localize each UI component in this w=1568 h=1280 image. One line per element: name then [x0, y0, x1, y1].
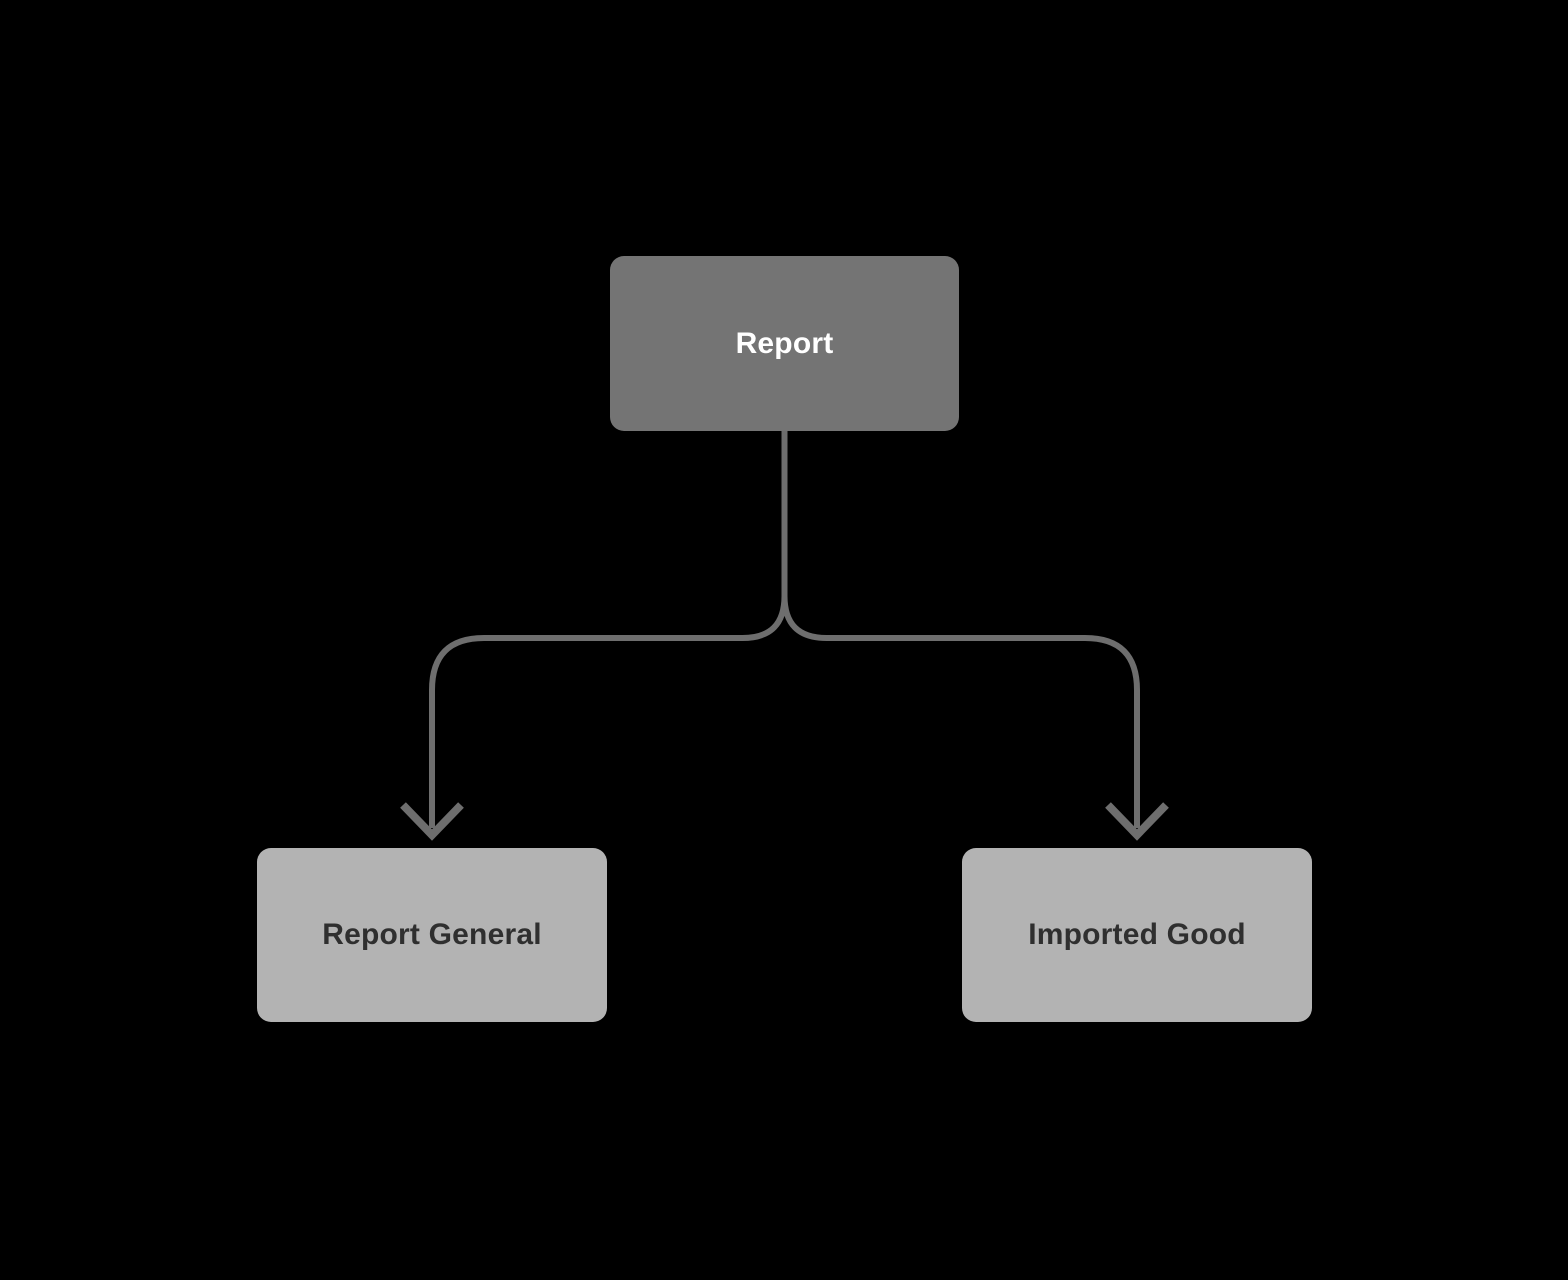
edge-report-to-report-general[interactable]: [429, 431, 788, 828]
node-imported-good[interactable]: Imported Good: [962, 848, 1312, 1022]
node-report-label: Report: [735, 326, 834, 360]
node-imported-good-label: Imported Good: [1028, 918, 1246, 951]
edge-report-to-imported-good[interactable]: [781, 431, 1140, 828]
node-report-general[interactable]: Report General: [257, 848, 607, 1022]
node-report-general-label: Report General: [322, 918, 542, 951]
arrowhead-down-icon: [1105, 802, 1169, 841]
arrowhead-down-icon: [400, 802, 464, 841]
node-report[interactable]: Report: [610, 256, 959, 431]
